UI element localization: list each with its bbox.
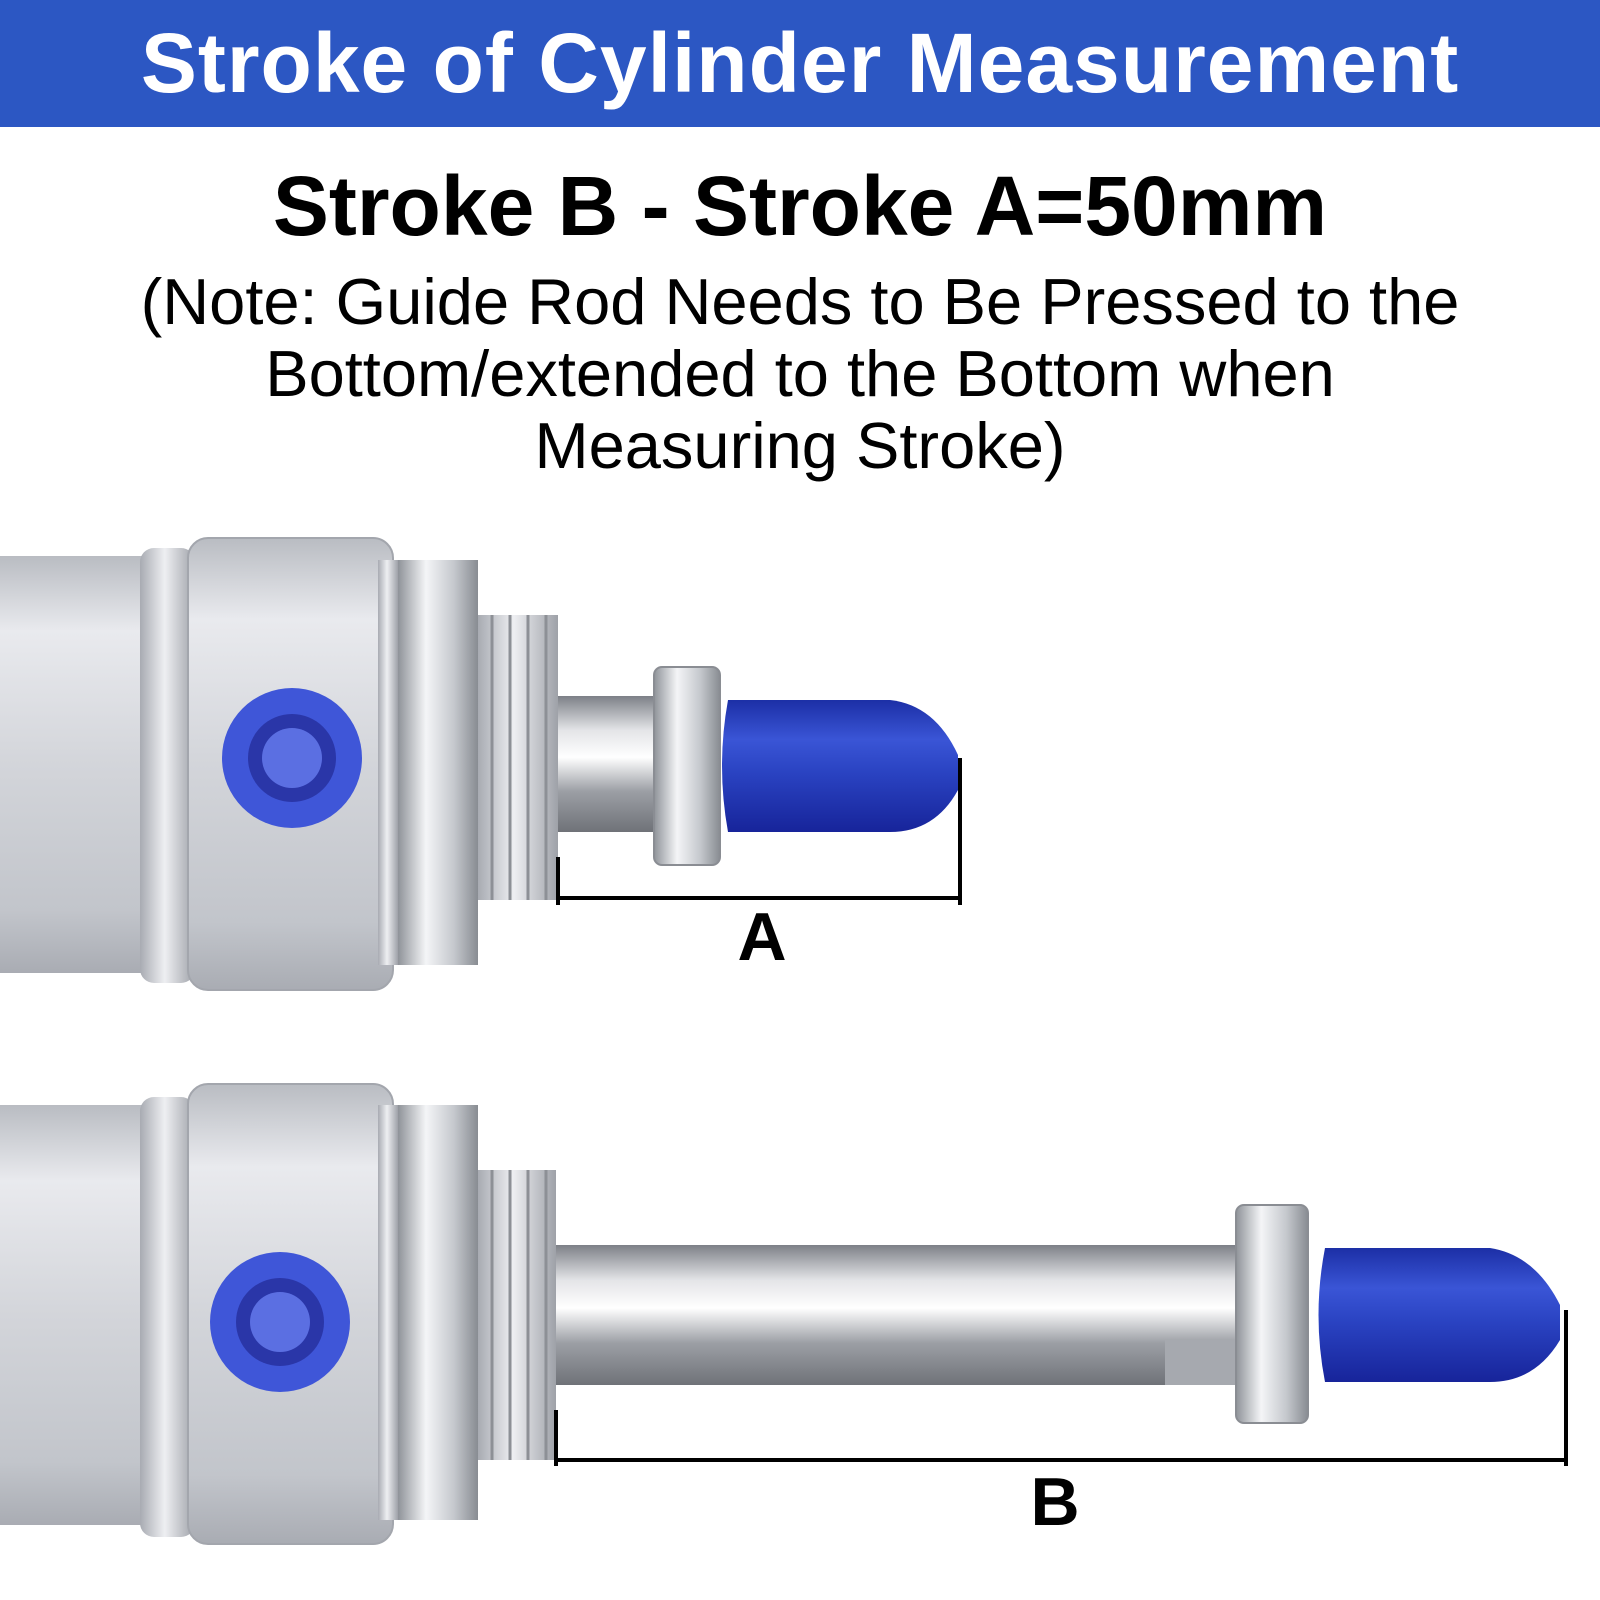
barrel-ring — [140, 1097, 195, 1537]
mount-nut — [398, 1105, 478, 1520]
piston-rod — [556, 1245, 1236, 1385]
mount-washer — [378, 1105, 398, 1520]
note-line-2: Bottom/extended to the Bottom when — [265, 337, 1335, 410]
dimension-b: B — [554, 1310, 1568, 1540]
cylinder-extended — [0, 1083, 1560, 1545]
blue-cap — [722, 700, 958, 832]
mount-washer — [378, 560, 398, 965]
mount-nut — [398, 560, 478, 965]
note-line-3: Measuring Stroke) — [534, 409, 1066, 482]
thread-section — [478, 1170, 556, 1460]
barrel-ring — [140, 548, 195, 983]
rod-flat — [1165, 1340, 1235, 1385]
rod-nut — [1235, 1204, 1309, 1424]
air-port — [210, 1252, 350, 1392]
page-title: Stroke of Cylinder Measurement — [140, 16, 1460, 110]
cylinder-barrel — [0, 556, 160, 973]
dimension-a-label: A — [737, 899, 786, 975]
stroke-formula: Stroke B - Stroke A=50mm — [272, 159, 1328, 253]
rod-nut — [653, 666, 721, 866]
title-banner: Stroke of Cylinder Measurement — [0, 0, 1600, 127]
measurement-note: (Note: Guide Rod Needs to Be Pressed to … — [20, 266, 1580, 482]
note-line-1: (Note: Guide Rod Needs to Be Pressed to … — [140, 265, 1460, 338]
blue-cap — [1318, 1248, 1560, 1382]
dimension-b-label: B — [1030, 1464, 1079, 1540]
piston-rod — [558, 696, 658, 832]
thread-section — [478, 615, 558, 900]
cylinder-retracted — [0, 537, 958, 991]
dimension-a: A — [556, 758, 962, 975]
cylinder-barrel — [0, 1105, 160, 1525]
air-port — [222, 688, 362, 828]
